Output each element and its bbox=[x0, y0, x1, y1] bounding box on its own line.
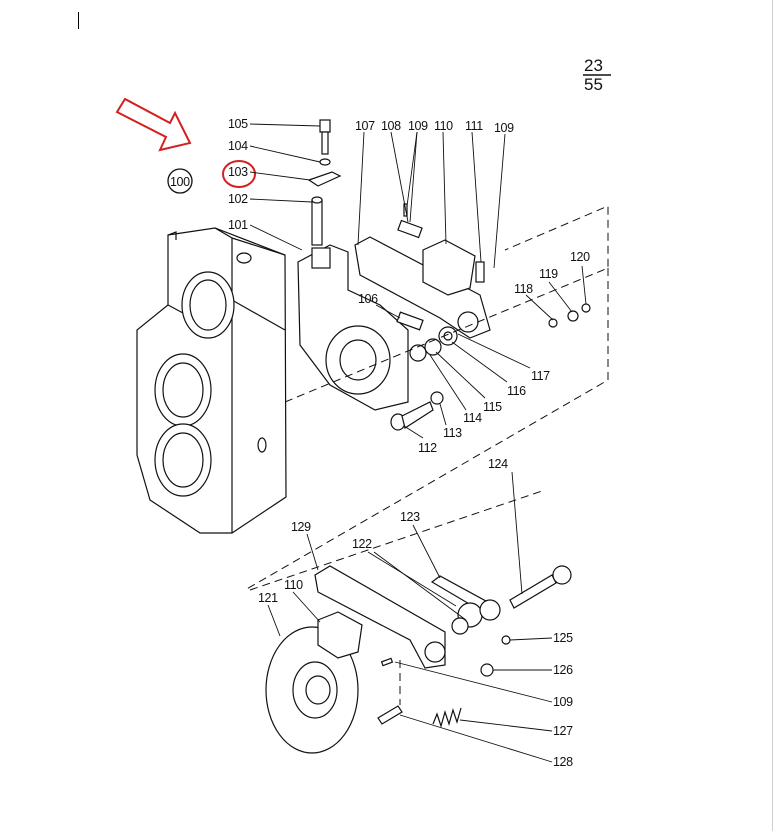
group-label: 100 bbox=[170, 175, 190, 189]
spring-127 bbox=[432, 707, 462, 729]
label-125: 125 bbox=[553, 631, 573, 645]
label-127: 127 bbox=[553, 724, 573, 738]
washer-104 bbox=[319, 158, 331, 166]
label-110b: 110 bbox=[284, 578, 303, 592]
brake-disc-121 bbox=[265, 626, 359, 754]
brake-pad-110-lower bbox=[317, 611, 363, 659]
part-labels: 101 102 103 104 105 106 107 108 109 110 … bbox=[228, 117, 591, 769]
arm-eye bbox=[424, 641, 446, 663]
label-118: 118 bbox=[514, 282, 533, 296]
page-number-bottom: 55 bbox=[584, 75, 603, 94]
brake-bracket bbox=[297, 244, 409, 411]
label-124: 124 bbox=[488, 457, 508, 471]
dashed-boundary-upper bbox=[284, 205, 609, 403]
label-122: 122 bbox=[352, 537, 372, 551]
text-cursor bbox=[78, 12, 79, 29]
ball-125 bbox=[501, 635, 511, 645]
label-104: 104 bbox=[228, 139, 248, 153]
label-109b: 109 bbox=[494, 121, 514, 135]
label-110: 110 bbox=[434, 119, 453, 133]
clip-111 bbox=[475, 261, 485, 283]
label-108: 108 bbox=[381, 119, 401, 133]
small-hardware-118-120 bbox=[548, 303, 591, 328]
label-129: 129 bbox=[291, 520, 311, 534]
lever-arm-129 bbox=[314, 565, 446, 669]
label-123: 123 bbox=[400, 510, 420, 524]
pin-128 bbox=[377, 705, 403, 725]
pin-102 bbox=[311, 196, 323, 246]
label-126: 126 bbox=[553, 663, 573, 677]
page-edge bbox=[772, 0, 773, 831]
shim-108 bbox=[397, 219, 423, 239]
label-112: 112 bbox=[418, 441, 437, 455]
page-number: 23 55 bbox=[583, 56, 611, 94]
plate-103 bbox=[307, 171, 342, 187]
label-121: 121 bbox=[258, 591, 278, 605]
label-114: 114 bbox=[463, 411, 482, 425]
label-103: 103 bbox=[228, 165, 248, 179]
label-106: 106 bbox=[358, 292, 378, 306]
group-label-badge: 100 bbox=[167, 168, 193, 194]
gear-housing bbox=[136, 227, 287, 534]
label-107: 107 bbox=[355, 119, 375, 133]
leader-lines bbox=[249, 123, 587, 763]
brake-pad-110 bbox=[422, 239, 476, 296]
label-117: 117 bbox=[531, 369, 550, 383]
bolt-105 bbox=[319, 119, 331, 155]
page-number-top: 23 bbox=[584, 56, 603, 75]
label-128: 128 bbox=[553, 755, 573, 769]
dashed-boundary-lower bbox=[249, 489, 546, 705]
bolt-112 bbox=[390, 401, 434, 431]
linkage-123 bbox=[430, 575, 501, 635]
red-arrow-icon bbox=[115, 97, 192, 152]
lever-arm-107 bbox=[354, 236, 491, 339]
screw-126 bbox=[480, 663, 494, 677]
bolt-124 bbox=[509, 565, 572, 609]
label-109c: 109 bbox=[553, 695, 573, 709]
screw-109-lower bbox=[380, 657, 394, 667]
label-109: 109 bbox=[408, 119, 428, 133]
label-101: 101 bbox=[228, 218, 248, 232]
label-111: 111 bbox=[465, 119, 483, 133]
washer-stack bbox=[409, 326, 458, 362]
label-119: 119 bbox=[539, 267, 558, 281]
dashed-boundary-middle bbox=[244, 268, 609, 591]
highlight-ring bbox=[222, 160, 256, 188]
label-113: 113 bbox=[443, 426, 462, 440]
label-120: 120 bbox=[570, 250, 590, 264]
label-115: 115 bbox=[483, 400, 502, 414]
label-116: 116 bbox=[507, 384, 526, 398]
label-102: 102 bbox=[228, 192, 248, 206]
label-105: 105 bbox=[228, 117, 248, 131]
nut-113 bbox=[430, 391, 444, 405]
